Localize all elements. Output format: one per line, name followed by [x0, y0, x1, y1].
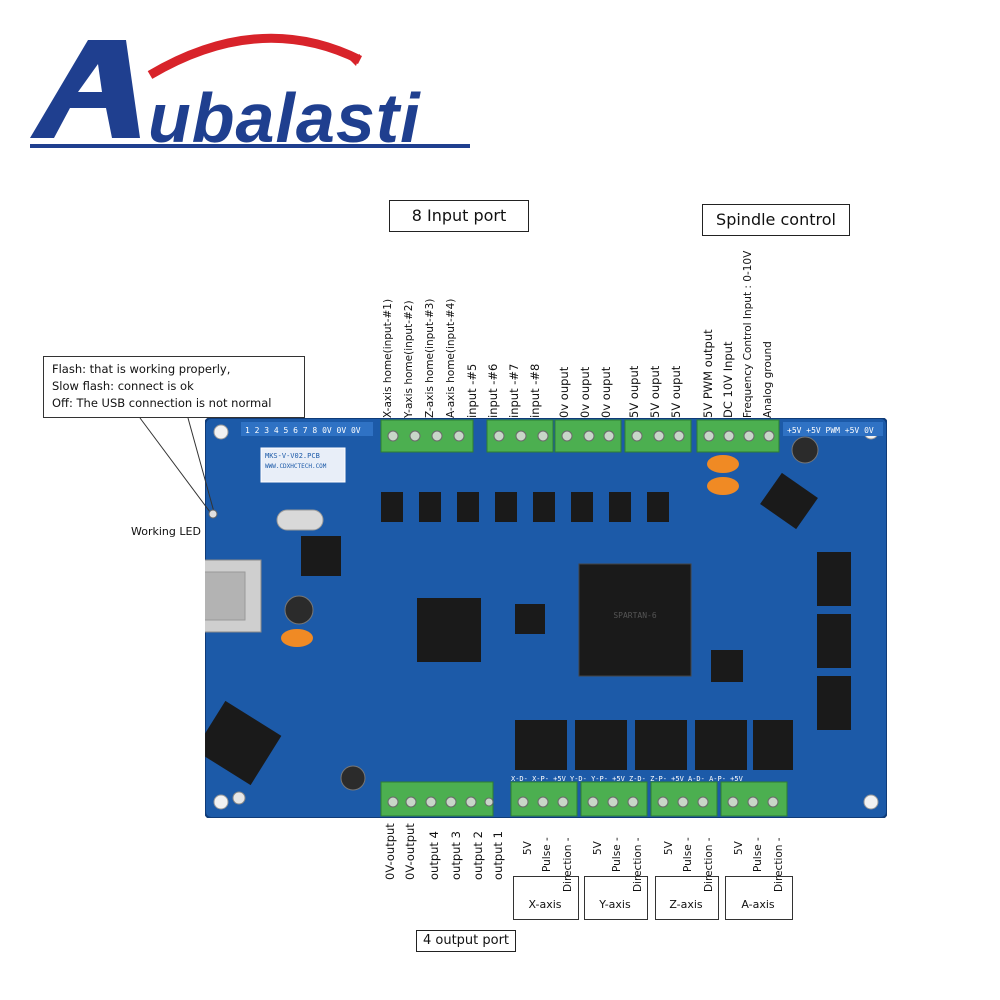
z-axis-pin-5v: 5V: [663, 841, 675, 855]
y-axis-pin-pulse: Pulse -: [611, 837, 623, 872]
output-label-0v-1: 0V-output: [384, 823, 396, 880]
x-axis-name: X-axis: [513, 898, 577, 911]
z-axis-name: Z-axis: [655, 898, 717, 911]
output-label-3: output 3: [450, 831, 462, 880]
a-axis-pin-5v: 5V: [733, 841, 745, 855]
y-axis-pin-5v: 5V: [592, 841, 604, 855]
y-axis-name: Y-axis: [584, 898, 646, 911]
output-label-4: output 4: [428, 831, 440, 880]
a-axis-name: A-axis: [725, 898, 791, 911]
output-label-0v-2: 0V-output: [404, 823, 416, 880]
x-axis-pin-pulse: Pulse -: [541, 837, 553, 872]
x-axis-pin-5v: 5V: [522, 841, 534, 855]
output-label-2: output 2: [472, 831, 484, 880]
z-axis-pin-pulse: Pulse -: [682, 837, 694, 872]
a-axis-pin-pulse: Pulse -: [752, 837, 764, 872]
output-label-1: output 1: [492, 831, 504, 880]
